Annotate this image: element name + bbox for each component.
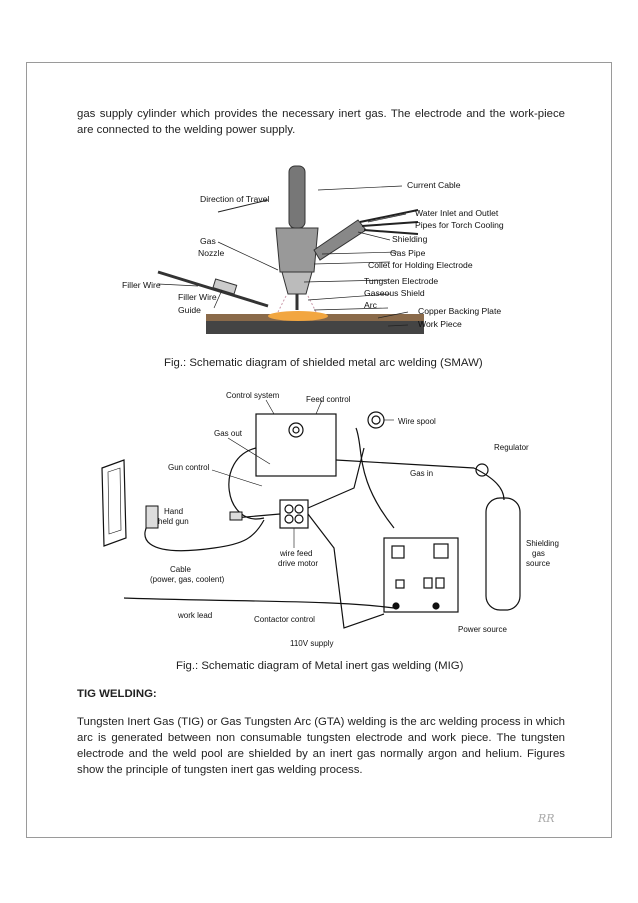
label-arc: Arc <box>364 300 378 310</box>
mig-label-cable: Cable <box>170 565 191 574</box>
mig-label-source: source <box>526 559 551 568</box>
mig-label-gas: gas <box>532 549 545 558</box>
mig-label-control-system: Control system <box>226 391 280 400</box>
mig-label-contactor: Contactor control <box>254 615 315 624</box>
mig-label-hand: Hand <box>164 507 183 516</box>
work-piece-block <box>206 320 424 334</box>
mig-label-gas-out: Gas out <box>214 429 243 438</box>
mig-label-gun-control: Gun control <box>168 463 210 472</box>
mig-label-drive-motor: drive motor <box>278 559 318 568</box>
label-tungsten: Tungsten Electrode <box>364 276 438 286</box>
label-nozzle: Nozzle <box>198 248 224 258</box>
mig-label-shielding: Shielding <box>526 539 559 548</box>
wire-spool-icon <box>367 411 385 429</box>
mig-label-power-source: Power source <box>458 625 507 634</box>
power-source-box <box>383 537 459 613</box>
mig-label-wire-spool: Wire spool <box>398 417 436 426</box>
tig-paragraph: Tungsten Inert Gas (TIG) or Gas Tungsten… <box>77 716 565 776</box>
mig-caption: Fig.: Schematic diagram of Metal inert g… <box>176 660 464 672</box>
label-direction: Direction of Travel <box>200 194 269 204</box>
label-work-piece: Work Piece <box>418 319 462 329</box>
mig-label-wire-feed: wire feed <box>279 549 312 558</box>
smaw-diagram: Direction of Travel Current Cable Water … <box>122 165 504 334</box>
label-filler-wire-2: Filler Wire <box>178 292 217 302</box>
gas-cylinder <box>485 497 521 611</box>
label-pipes-cooling: Pipes for Torch Cooling <box>415 220 504 230</box>
filler-wire-rod <box>157 270 269 308</box>
current-cable-sleeve <box>313 219 367 261</box>
mig-label-gas-in: Gas in <box>410 469 433 478</box>
label-collet: Collet for Holding Electrode <box>368 260 473 270</box>
gas-nozzle <box>281 271 313 295</box>
label-copper-plate: Copper Backing Plate <box>418 306 501 316</box>
label-gaseous-shield: Gaseous Shield <box>364 288 425 298</box>
label-water-inlet: Water Inlet and Outlet <box>415 208 499 218</box>
mig-label-work-lead: work lead <box>177 611 212 620</box>
control-box <box>255 413 337 477</box>
label-current-cable: Current Cable <box>407 180 461 190</box>
page-border <box>26 62 612 838</box>
mig-label-held-gun: held gun <box>158 517 189 526</box>
label-gas-pipe: Gas Pipe <box>390 248 426 258</box>
tig-heading: TIG WELDING: <box>77 688 157 700</box>
torch-head <box>275 227 319 273</box>
weld-pool <box>268 311 328 321</box>
wire-feed-motor <box>279 499 309 529</box>
filler-guide <box>212 278 238 295</box>
label-filler-wire: Filler Wire <box>122 280 161 290</box>
label-guide: Guide <box>178 305 201 315</box>
face-shield <box>101 459 127 547</box>
mig-diagram: Control system Feed control Wire spool G… <box>101 391 559 648</box>
mig-label-cable-detail: (power, gas, coolent) <box>150 575 225 584</box>
mig-label-feed-control: Feed control <box>306 395 351 404</box>
label-gas: Gas <box>200 236 216 246</box>
mig-label-regulator: Regulator <box>494 443 529 452</box>
author-signature: RR <box>538 812 555 825</box>
torch-handle <box>288 165 306 229</box>
smaw-caption: Fig.: Schematic diagram of shielded meta… <box>164 357 483 369</box>
mig-label-supply: 110V supply <box>290 639 333 648</box>
intro-paragraph: gas supply cylinder which provides the n… <box>77 108 565 136</box>
label-shielding: Shielding <box>392 234 428 244</box>
hand-held-gun <box>145 505 159 529</box>
regulator-gauge <box>475 463 489 477</box>
